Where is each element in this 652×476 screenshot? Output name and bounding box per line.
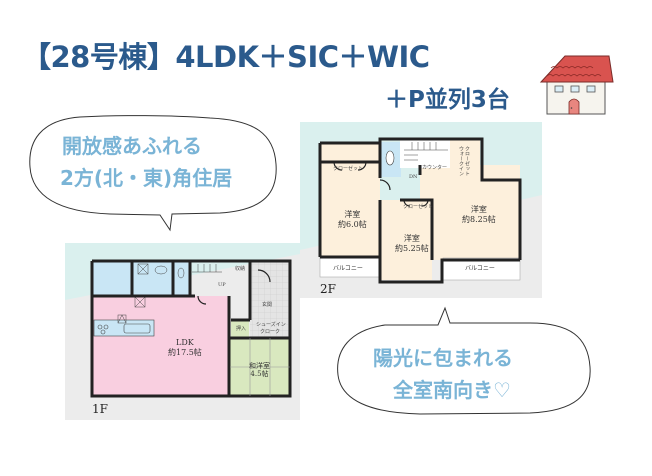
sic-label-1: シューズイン	[256, 322, 286, 328]
wic-label-2: クローゼット	[464, 146, 470, 176]
room-8-25-size: 約8.25帖	[462, 214, 496, 224]
bath-area	[92, 261, 132, 295]
entrance-area	[250, 261, 290, 338]
ldk-size: 約17.5帖	[168, 347, 202, 357]
room-5-25-size: 約5.25帖	[395, 243, 429, 253]
balcony-a-label: バルコニー	[333, 265, 363, 272]
room-5-25-name: 洋室	[403, 234, 420, 243]
shuno-label: 収納	[235, 266, 246, 272]
page-title: 【28号棟】4LDK＋SIC＋WIC	[22, 40, 430, 74]
wic-label-1: ウォークイン	[458, 146, 464, 176]
page-subtitle: ＋P並列3台	[385, 87, 510, 113]
floor-2f-label: 2F	[320, 282, 336, 296]
floor-1f-label: 1F	[92, 402, 108, 416]
room-6-0	[320, 162, 380, 257]
room-5-25-label: 洋室 約5.25帖	[395, 234, 429, 253]
sink-icon	[123, 323, 151, 334]
balcony-b-label: バルコニー	[465, 265, 495, 272]
ldk-label: LDK 約17.5帖	[168, 338, 202, 357]
room-6-0-label: 洋室 約6.0帖	[338, 210, 367, 229]
up-label: UP	[218, 282, 226, 288]
closet-a	[320, 143, 380, 162]
washroom-area	[133, 261, 173, 295]
speech-bubble-top-left	[29, 115, 277, 232]
room-6-0-name: 洋室	[344, 210, 361, 219]
oshiire-label: 押入	[236, 326, 247, 332]
bubble-bottom-right-line2: 全室南向き♡	[393, 378, 511, 402]
washitsu-name: 和洋室	[249, 362, 270, 370]
closet-b-label: クローゼット	[403, 204, 434, 210]
oshiire-area	[231, 320, 249, 337]
sic-label-2: クローク	[260, 329, 281, 335]
bubble-top-left-line2: 2方(北・東)角住居	[60, 166, 233, 190]
wic	[450, 138, 480, 178]
washitsu-label: 和洋室 4.5帖	[249, 362, 270, 379]
stove-icon	[97, 324, 109, 335]
ldk-area	[92, 296, 229, 396]
ldk-name: LDK	[176, 338, 194, 347]
counter-label: カウンター	[422, 165, 448, 171]
room-8-25-name: 洋室	[470, 205, 487, 214]
dn-label: DN	[409, 174, 418, 180]
room-6-0-size: 約6.0帖	[338, 219, 367, 229]
stairs-2f	[400, 138, 450, 168]
bubble-bottom-right-line1: 陽光に包まれる	[373, 346, 513, 370]
washitsu-size: 4.5帖	[250, 370, 269, 379]
bubble-top-left-line1: 開放感あふれる	[62, 134, 202, 158]
room-8-25-label: 洋室 約8.25帖	[462, 205, 496, 224]
genkan-label: 玄関	[262, 302, 273, 308]
speech-bubble-bottom-right	[337, 306, 591, 415]
closet-a-label: クローゼット	[333, 166, 364, 172]
house-illustration-icon	[539, 55, 614, 115]
